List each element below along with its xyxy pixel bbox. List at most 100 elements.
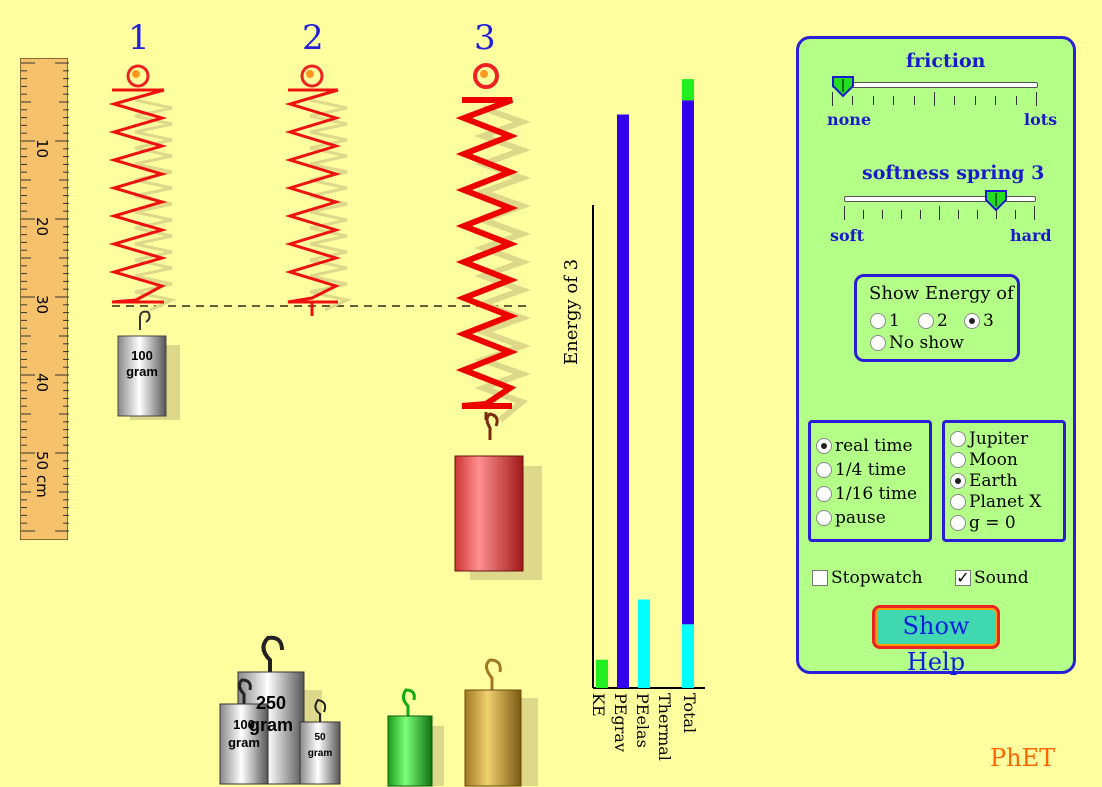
gravity-option-jupiter[interactable]: Jupiter xyxy=(950,428,1028,449)
slider-tick xyxy=(913,96,915,105)
slider-tick xyxy=(939,206,940,220)
slider-tick xyxy=(832,92,833,106)
spring-3-shadow xyxy=(474,105,531,423)
gravity-option-zero[interactable]: g = 0 xyxy=(950,512,1016,533)
radio-icon[interactable] xyxy=(816,485,832,502)
slider-tick xyxy=(872,96,874,105)
energy-label-ke: KE xyxy=(589,693,608,717)
mass-50-hook xyxy=(314,698,327,722)
mass-1-label-unit: gram xyxy=(126,364,158,379)
slider-tick xyxy=(954,96,956,105)
energy-chart: Energy of 3 KE PEgrav PEelas Thermal Tot… xyxy=(555,0,715,787)
energy-bar-total-segment-0 xyxy=(682,624,694,688)
energy-bar-total-segment-1 xyxy=(682,100,694,625)
friction-slider-ticks xyxy=(832,92,1038,106)
mass-50-body xyxy=(299,721,341,785)
phet-logo[interactable]: PhET xyxy=(990,744,1056,772)
slider-tick xyxy=(974,96,976,105)
slider-tick xyxy=(996,210,997,219)
gravity-option-moon[interactable]: Moon xyxy=(950,449,1018,470)
radio-selected-icon[interactable] xyxy=(816,437,832,454)
mass-1-body xyxy=(117,335,167,417)
show-energy-box xyxy=(854,274,1020,362)
show-energy-option-2[interactable]: 2 xyxy=(918,310,948,331)
slider-tick xyxy=(920,210,921,219)
slider-tick xyxy=(958,210,959,219)
gravity-option-earth[interactable]: Earth xyxy=(950,470,1017,491)
slider-tick xyxy=(901,210,902,219)
spring-3-label: 3 xyxy=(474,18,496,58)
radio-icon[interactable] xyxy=(870,334,886,351)
show-energy-option-3[interactable]: 3 xyxy=(964,310,994,331)
mass-3-hook xyxy=(485,412,499,440)
control-panel xyxy=(796,36,1076,674)
radio-icon[interactable] xyxy=(918,312,934,329)
softness-slider-thumb[interactable] xyxy=(985,190,1007,212)
show-help-button[interactable]: Show Help xyxy=(872,605,1000,676)
checkbox-checked-icon[interactable]: ✓ xyxy=(955,567,971,587)
radio-icon[interactable] xyxy=(816,509,832,526)
spring-1-shadow xyxy=(134,98,177,312)
mass-50-label-value: 50 xyxy=(314,732,326,743)
show-energy-option-1[interactable]: 1 xyxy=(870,310,900,331)
energy-bar-pegrav xyxy=(617,114,629,688)
slider-tick xyxy=(995,96,997,105)
friction-min-label: none xyxy=(827,110,872,129)
softness-slider-ticks xyxy=(844,206,1036,220)
energy-label-pegrav: PEgrav xyxy=(611,693,630,752)
energy-bar-total-segment-2 xyxy=(682,79,694,101)
softness-title: softness spring 3 xyxy=(862,162,1045,184)
friction-slider-thumb[interactable] xyxy=(832,76,854,98)
radio-selected-icon[interactable] xyxy=(964,312,980,329)
mystery-gold-mass xyxy=(464,689,522,787)
time-option-sixteenth[interactable]: 1/16 time xyxy=(816,483,917,504)
softness-slider-track[interactable] xyxy=(844,196,1036,202)
mass-50-label-unit: gram xyxy=(307,748,333,759)
checkbox-icon[interactable] xyxy=(812,569,828,586)
time-option-quarter[interactable]: 1/4 time xyxy=(816,459,906,480)
radio-selected-icon[interactable] xyxy=(950,472,966,489)
mass-100-tray-label-unit: gram xyxy=(228,735,260,750)
time-option-real-time[interactable]: real time xyxy=(816,435,913,456)
slider-tick xyxy=(977,210,978,219)
radio-icon[interactable] xyxy=(950,514,966,531)
slider-tick xyxy=(1015,96,1017,105)
radio-icon[interactable] xyxy=(950,430,966,447)
friction-title: friction xyxy=(906,50,986,72)
spring-2-top-ring xyxy=(300,64,324,88)
mass-100-tray-body xyxy=(219,703,269,785)
energy-label-thermal: Thermal xyxy=(655,693,674,761)
spring-2-label: 2 xyxy=(302,18,324,58)
mass-3-body xyxy=(454,455,524,572)
mass-100-tray-hook xyxy=(237,678,252,706)
spring-1-top-ring xyxy=(126,64,150,88)
radio-icon[interactable] xyxy=(950,451,966,468)
spring-1-coil xyxy=(108,88,168,304)
mystery-gold-hook xyxy=(485,658,502,690)
slider-tick xyxy=(863,210,864,219)
time-option-pause[interactable]: pause xyxy=(816,507,886,528)
show-energy-option-no-show[interactable]: No show xyxy=(870,332,964,353)
stopwatch-checkbox[interactable]: Stopwatch xyxy=(812,567,923,588)
energy-label-peelas: PEelas xyxy=(633,693,652,748)
friction-slider-track[interactable] xyxy=(832,82,1038,88)
sound-checkbox[interactable]: ✓Sound xyxy=(955,567,1029,588)
friction-max-label: lots xyxy=(1024,110,1058,129)
time-box xyxy=(808,420,932,542)
slider-tick xyxy=(893,96,895,105)
spring-scene xyxy=(108,63,542,787)
slider-tick xyxy=(1015,210,1016,219)
gravity-box xyxy=(942,420,1066,542)
radio-icon[interactable] xyxy=(816,461,832,478)
radio-icon[interactable] xyxy=(870,312,886,329)
spring-3-top-ring xyxy=(473,63,499,89)
mystery-green-hook xyxy=(401,688,416,716)
energy-bar-peelas xyxy=(638,599,650,688)
mass-100-tray-label-value: 100 xyxy=(233,717,255,732)
gravity-option-planet-x[interactable]: Planet X xyxy=(950,491,1041,512)
ruler[interactable]: 10 20 30 40 50 cm xyxy=(20,58,69,540)
energy-bars xyxy=(592,79,705,689)
spring-3-coil xyxy=(455,97,519,409)
radio-icon[interactable] xyxy=(950,493,966,510)
softness-max-label: hard xyxy=(1010,226,1052,245)
